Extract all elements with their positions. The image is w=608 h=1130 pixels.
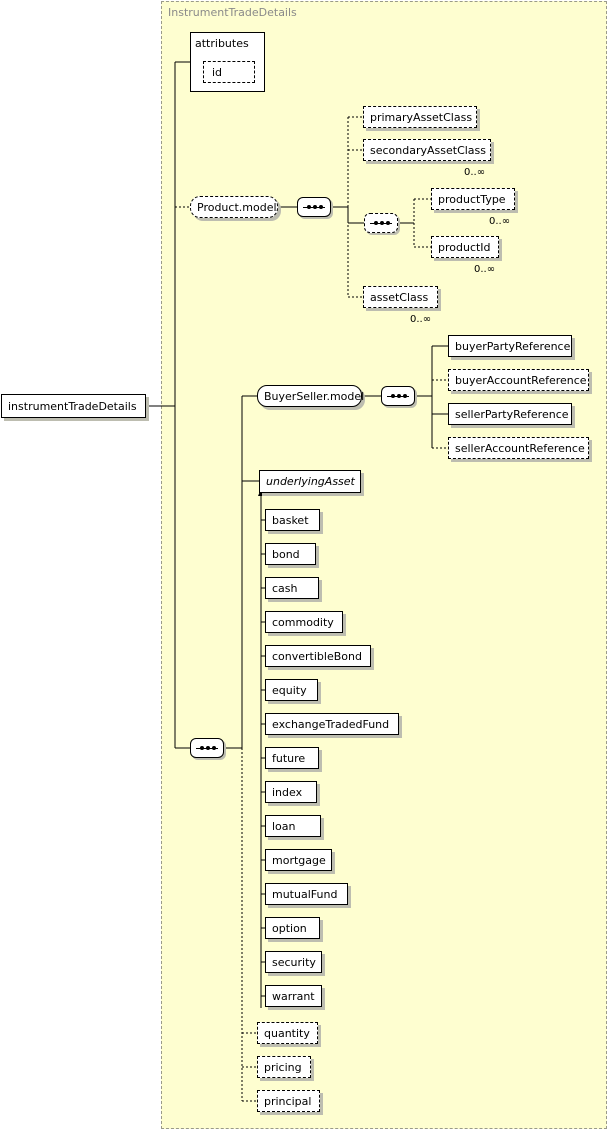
element-label: commodity — [272, 615, 334, 629]
element-basket[interactable]: basket — [265, 509, 320, 531]
element-quantity[interactable]: quantity — [257, 1022, 318, 1044]
element-sellerPartyReference[interactable]: sellerPartyReference — [448, 403, 572, 425]
element-label: productType — [438, 192, 506, 206]
attributes-box[interactable]: attributes id — [190, 32, 265, 92]
occurs-assetClass: 0..∞ — [410, 314, 432, 325]
element-label: underlyingAsset — [266, 475, 355, 488]
element-label: sellerPartyReference — [455, 407, 569, 421]
element-label: buyerPartyReference — [455, 339, 571, 353]
element-security[interactable]: security — [265, 951, 322, 973]
element-label: principal — [264, 1094, 312, 1108]
sequence-main[interactable] — [190, 738, 224, 758]
element-convertibleBond[interactable]: convertibleBond — [265, 645, 371, 667]
element-label: option — [272, 921, 307, 935]
sequence-product-sub[interactable] — [364, 213, 398, 233]
element-label: secondaryAssetClass — [370, 143, 487, 157]
element-buyerAccountReference[interactable]: buyerAccountReference — [448, 369, 589, 391]
element-buyerPartyReference[interactable]: buyerPartyReference — [448, 335, 572, 357]
element-bond[interactable]: bond — [265, 543, 316, 565]
element-mortgage[interactable]: mortgage — [265, 849, 332, 871]
element-option[interactable]: option — [265, 917, 320, 939]
element-cash[interactable]: cash — [265, 577, 319, 599]
element-secondaryAssetClass[interactable]: secondaryAssetClass — [363, 139, 491, 161]
group-buyerseller-model-label: BuyerSeller.model — [264, 389, 365, 403]
complex-type-title: InstrumentTradeDetails — [168, 6, 297, 19]
element-equity[interactable]: equity — [265, 679, 318, 701]
sequence-product-model[interactable] — [297, 197, 331, 217]
element-label: cash — [272, 581, 298, 595]
element-underlyingAsset[interactable]: underlyingAsset — [259, 470, 361, 493]
group-product-model-label: Product.model — [197, 200, 277, 214]
element-sellerAccountReference[interactable]: sellerAccountReference — [448, 437, 589, 459]
element-future[interactable]: future — [265, 747, 319, 769]
element-label: sellerAccountReference — [455, 441, 585, 455]
complex-type-frame — [161, 1, 607, 1129]
element-label: pricing — [264, 1060, 302, 1074]
element-label: warrant — [272, 989, 315, 1003]
element-label: quantity — [264, 1026, 310, 1040]
element-label: primaryAssetClass — [370, 110, 473, 124]
element-label: equity — [272, 683, 307, 697]
element-label: index — [272, 785, 303, 799]
element-label: security — [272, 955, 316, 969]
element-principal[interactable]: principal — [257, 1090, 320, 1112]
element-label: buyerAccountReference — [455, 373, 587, 387]
element-productId[interactable]: productId — [431, 236, 499, 258]
element-label: bond — [272, 547, 300, 561]
element-assetClass[interactable]: assetClass — [363, 286, 438, 308]
element-primaryAssetClass[interactable]: primaryAssetClass — [363, 106, 477, 128]
root-element-instrumentTradeDetails[interactable]: instrumentTradeDetails — [1, 394, 146, 418]
sequence-buyerseller-model[interactable] — [381, 386, 415, 406]
element-index[interactable]: index — [265, 781, 317, 803]
element-label: mortgage — [272, 853, 326, 867]
element-label: convertibleBond — [272, 649, 362, 663]
group-product-model[interactable]: Product.model — [190, 196, 278, 218]
element-label: future — [272, 751, 306, 765]
occurs-secondaryAssetClass: 0..∞ — [464, 167, 486, 178]
attributes-title: attributes — [195, 37, 249, 50]
element-label: exchangeTradedFund — [272, 717, 390, 731]
element-label: assetClass — [370, 290, 429, 304]
element-loan[interactable]: loan — [265, 815, 321, 837]
element-label: productId — [438, 240, 491, 254]
occurs-productId: 0..∞ — [474, 264, 496, 275]
occurs-productType: 0..∞ — [489, 216, 511, 227]
element-warrant[interactable]: warrant — [265, 985, 322, 1007]
element-commodity[interactable]: commodity — [265, 611, 343, 633]
element-label: basket — [272, 513, 309, 527]
attribute-id[interactable]: id — [203, 61, 255, 83]
group-buyerseller-model[interactable]: BuyerSeller.model — [257, 385, 365, 407]
element-label: loan — [272, 819, 296, 833]
element-exchangeTradedFund[interactable]: exchangeTradedFund — [265, 713, 399, 735]
root-element-label: instrumentTradeDetails — [8, 399, 137, 413]
element-mutualFund[interactable]: mutualFund — [265, 883, 348, 905]
element-productType[interactable]: productType — [431, 188, 515, 210]
element-pricing[interactable]: pricing — [257, 1056, 311, 1078]
element-label: mutualFund — [272, 887, 338, 901]
